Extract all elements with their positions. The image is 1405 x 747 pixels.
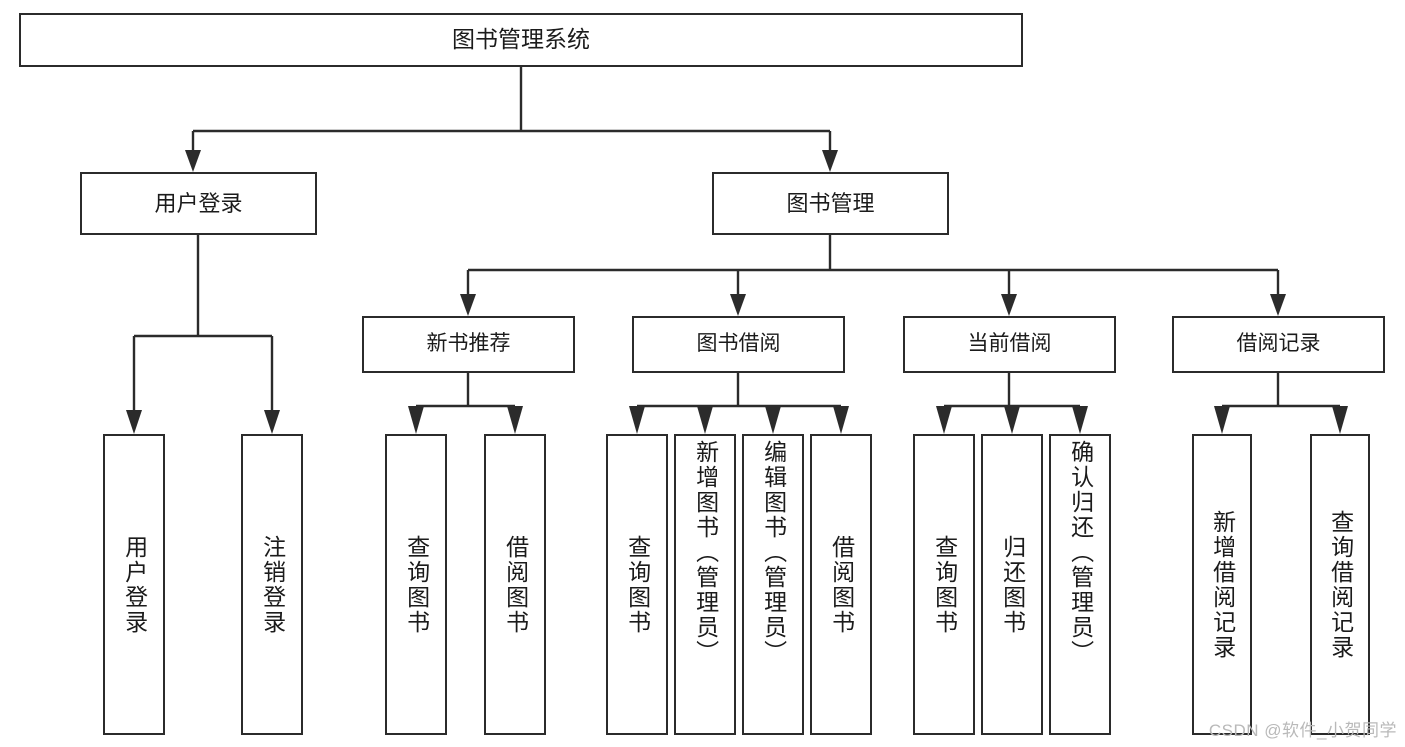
leaf-add-book-admin[interactable]: 新增图书（管理员） [674, 434, 736, 735]
arrowhead-book-mgmt [822, 150, 838, 172]
node-book-management[interactable]: 图书管理 [712, 172, 949, 235]
leaf-logout[interactable]: 注销登录 [241, 434, 303, 735]
arrowhead-borrow-edit [765, 406, 781, 434]
node-new-book-recommend[interactable]: 新书推荐 [362, 316, 575, 373]
leaf-query-book-newbook[interactable]: 查询图书 [385, 434, 447, 735]
node-book-borrow[interactable]: 图书借阅 [632, 316, 845, 373]
arrowhead-newbook-borrow [507, 406, 523, 434]
arrowhead-logout-leaf [264, 410, 280, 434]
leaf-add-borrow-record[interactable]: 新增借阅记录 [1192, 434, 1252, 735]
leaf-lend-book[interactable]: 借阅图书 [810, 434, 872, 735]
arrowhead-newbook-query [408, 406, 424, 434]
leaf-query-book-borrow[interactable]: 查询图书 [606, 434, 668, 735]
arrowhead-user-login-leaf [126, 410, 142, 434]
arrowhead-user-login [185, 150, 201, 172]
node-current-borrow[interactable]: 当前借阅 [903, 316, 1116, 373]
leaf-confirm-return-admin[interactable]: 确认归还（管理员） [1049, 434, 1111, 735]
arrowhead-current-return [1004, 406, 1020, 434]
watermark-csdn: CSDN @软件_小贺同学 [1208, 721, 1397, 740]
arrowhead-current-query [936, 406, 952, 434]
arrowhead-borrow-record [1270, 294, 1286, 316]
arrowhead-current-confirm [1072, 406, 1088, 434]
arrowhead-borrow-query [629, 406, 645, 434]
node-root-book-management-system[interactable]: 图书管理系统 [19, 13, 1023, 67]
leaf-edit-book-admin[interactable]: 编辑图书（管理员） [742, 434, 804, 735]
leaf-query-borrow-record[interactable]: 查询借阅记录 [1310, 434, 1370, 735]
node-borrow-record[interactable]: 借阅记录 [1172, 316, 1385, 373]
leaf-borrow-book-newbook[interactable]: 借阅图书 [484, 434, 546, 735]
arrowhead-current-borrow [1001, 294, 1017, 316]
arrowhead-book-borrow [730, 294, 746, 316]
arrowhead-borrow-lend [833, 406, 849, 434]
arrowhead-record-query [1332, 406, 1348, 434]
leaf-query-book-current[interactable]: 查询图书 [913, 434, 975, 735]
arrowhead-record-add [1214, 406, 1230, 434]
arrowhead-borrow-add [697, 406, 713, 434]
arrowhead-new-book [460, 294, 476, 316]
node-user-login[interactable]: 用户登录 [80, 172, 317, 235]
leaf-return-book[interactable]: 归还图书 [981, 434, 1043, 735]
leaf-user-login[interactable]: 用户登录 [103, 434, 165, 735]
